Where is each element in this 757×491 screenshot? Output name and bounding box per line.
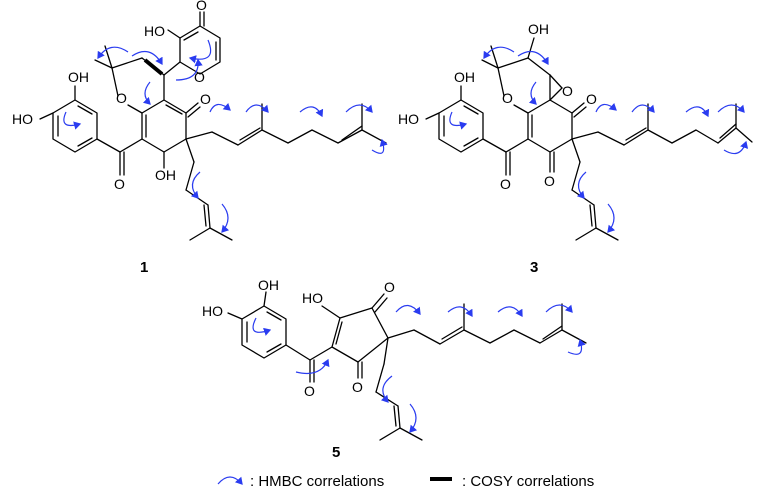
compound-5-structure: OH HO HO O O O 5 [202,277,587,461]
compound-3-pyran-epoxide [481,37,563,114]
compound-3-epoxide-o: O [562,83,573,99]
compound-5-geranyl-chain [387,303,587,345]
legend: : HMBC correlations : COSY correlations [217,473,594,490]
compound-3-carbonyl-o: O [500,176,511,192]
compound-1-pyranone-ring-o: O [194,69,205,85]
compound-3-hydroxy: OH [528,21,549,37]
compound-1-pyranone [163,11,221,76]
compound-5-ho-catechol: HO [202,303,223,319]
compound-3-structure: OH HO O O O O OH O 3 [398,21,753,276]
compound-1-aroyl [96,138,143,176]
compound-5-hmbc-arrows [252,304,586,433]
compound-1-ring-o: O [116,90,127,106]
compound-1-pyran-ring [94,45,165,114]
legend-cosy-label: : COSY correlations [462,473,594,490]
compound-5-prenyl-chain [375,337,423,441]
compound-5-ketone-o: O [384,279,395,295]
compound-1-central-ring [141,99,201,169]
compound-3-central-ring [527,99,587,173]
compound-3-geranyl-chain [571,103,753,146]
compound-5-ketone2-o: O [352,379,363,395]
compound-5-cyclopentene-ring [321,293,389,379]
compound-1-hmbc-arrows [63,39,388,233]
hmbc-arrow-swatch [217,476,243,485]
compound-1-enol-oh: OH [155,167,176,183]
compound-1-catechol-ring [39,85,98,153]
compound-3-ho-catechol: HO [398,111,419,127]
compound-3-aroyl [482,138,529,176]
compound-3-hmbc-arrows [449,46,749,233]
compound-1-ketone-o: O [200,91,211,107]
compound-1-geranyl-chain [185,103,387,146]
compound-5-catechol-ring [227,291,287,359]
compound-1-label: 1 [140,259,148,276]
compound-1-carbonyl-o: O [114,176,125,192]
compound-5-oh-catechol: OH [258,277,279,293]
compound-5-label: 5 [332,444,340,461]
compound-3-ring-o: O [502,90,513,106]
compound-5-carbonyl-o: O [304,383,315,399]
compound-3-prenyl-chain [571,138,619,241]
compound-3-label: 3 [530,259,538,276]
compound-3-ketone-o: O [586,91,597,107]
compound-1-oh-catechol: OH [68,69,89,85]
compound-3-ketone2-o: O [544,173,555,189]
compound-5-enol-ho: HO [302,290,323,306]
compound-3-oh-catechol: OH [454,69,475,85]
compound-1-ho-catechol: HO [12,111,33,127]
legend-hmbc-label: : HMBC correlations [250,473,384,490]
compound-1-pyranone-oh: HO [144,23,165,39]
compound-3-catechol-ring [425,85,484,153]
compound-1-structure: OH HO O OH O O HO O O 1 [12,0,388,276]
compound-1-pyranone-keto-o: O [196,0,207,13]
compound-5-aroyl [285,344,333,383]
